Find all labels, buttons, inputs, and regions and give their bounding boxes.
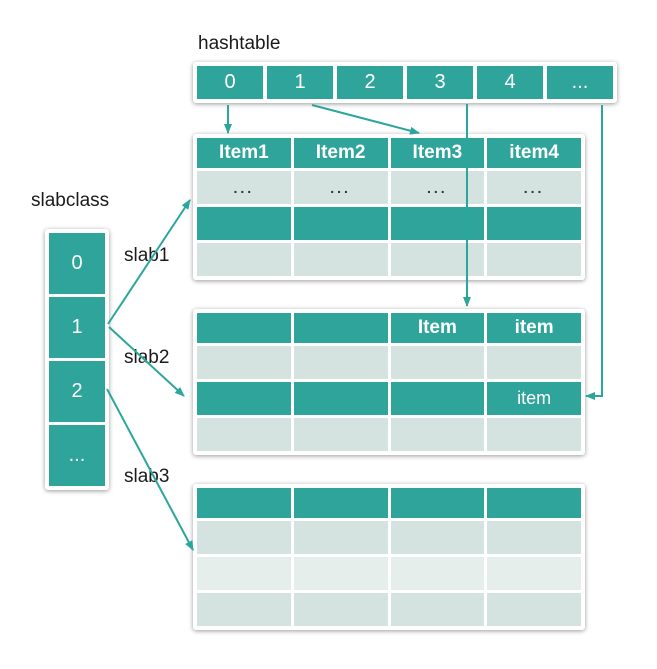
slab-cell bbox=[197, 382, 291, 415]
slab-cell bbox=[197, 346, 291, 379]
slab-cell: Item3 bbox=[390, 138, 485, 168]
slab-cell bbox=[487, 521, 581, 554]
hashtable-cell-1: 1 bbox=[267, 66, 333, 99]
slab1-row-3 bbox=[197, 207, 581, 240]
slab-cell bbox=[487, 207, 581, 240]
slabclass-cell-more: ... bbox=[49, 425, 105, 486]
slab-cell bbox=[487, 593, 581, 626]
slab-cell bbox=[293, 346, 388, 379]
slab-cell bbox=[197, 521, 291, 554]
slab-cell bbox=[390, 557, 485, 590]
arrow-hashmore-to-slab2-item bbox=[585, 105, 603, 400]
slabclass-array: 0 1 2 ... bbox=[45, 229, 109, 490]
slab1-label: slab1 bbox=[124, 245, 170, 266]
slab1-row-4 bbox=[197, 243, 581, 276]
slab-cell bbox=[487, 346, 581, 379]
slab-cell: item4 bbox=[487, 138, 581, 168]
slab1-row-2: ... ... ... ... bbox=[197, 171, 581, 204]
slab-cell: ... bbox=[197, 171, 291, 204]
slab3-label: slab3 bbox=[124, 466, 170, 487]
slab-cell bbox=[390, 382, 485, 415]
slab-cell: ... bbox=[487, 171, 581, 204]
slab-cell bbox=[293, 382, 388, 415]
hashtable-cell-2: 2 bbox=[337, 66, 403, 99]
slab-cell bbox=[293, 418, 388, 451]
slab-cell bbox=[487, 488, 581, 518]
slab-cell bbox=[293, 488, 388, 518]
slab-cell bbox=[197, 313, 291, 343]
hashtable-cell-0: 0 bbox=[197, 66, 263, 99]
slabclass-cell-1: 1 bbox=[49, 297, 105, 358]
slab-cell: item bbox=[487, 382, 581, 415]
slab-cell: Item bbox=[390, 313, 485, 343]
arrow-hash1-to-slab1-item3 bbox=[311, 104, 420, 135]
slab-cell bbox=[293, 557, 388, 590]
slab2-row-2 bbox=[197, 346, 581, 379]
slab-cell bbox=[293, 207, 388, 240]
slab-cell: ... bbox=[293, 171, 388, 204]
slabclass-cell-2: 2 bbox=[49, 361, 105, 422]
slab3-row-2 bbox=[197, 521, 581, 554]
hashtable-cell-more: ... bbox=[547, 66, 613, 99]
slab-cell bbox=[197, 557, 291, 590]
slab-cell bbox=[390, 207, 485, 240]
slabclass-label: slabclass bbox=[31, 190, 110, 211]
slab3-row-4 bbox=[197, 593, 581, 626]
hashtable-array: 0 1 2 3 4 ... bbox=[193, 62, 617, 103]
slab-cell bbox=[390, 593, 485, 626]
slab2-label: slab2 bbox=[124, 347, 170, 368]
slab2-header-row: Item item bbox=[197, 313, 581, 343]
slab-cell bbox=[390, 418, 485, 451]
slab-cell bbox=[293, 521, 388, 554]
slab-cell bbox=[390, 488, 485, 518]
hashtable-label: hashtable bbox=[198, 33, 281, 54]
slab3-header-row bbox=[197, 488, 581, 518]
slab-cell bbox=[197, 593, 291, 626]
hashtable-cell-4: 4 bbox=[477, 66, 543, 99]
slab1-header-row: Item1 Item2 Item3 item4 bbox=[197, 138, 581, 168]
slab-cell bbox=[487, 557, 581, 590]
slab-cell bbox=[197, 243, 291, 276]
slab-cell bbox=[390, 346, 485, 379]
slab-cell bbox=[197, 418, 291, 451]
slab-cell: Item2 bbox=[293, 138, 388, 168]
slab2-row-4 bbox=[197, 418, 581, 451]
slab-cell bbox=[390, 521, 485, 554]
slab-cell: ... bbox=[390, 171, 485, 204]
slab-cell bbox=[293, 243, 388, 276]
slab-cell bbox=[293, 313, 388, 343]
slab-cell bbox=[487, 243, 581, 276]
slabclass-cell-0: 0 bbox=[49, 233, 105, 294]
slab-cell: item bbox=[487, 313, 581, 343]
slab-cell bbox=[197, 207, 291, 240]
hashtable-cell-3: 3 bbox=[407, 66, 473, 99]
slab-cell bbox=[390, 243, 485, 276]
slab-cell: Item1 bbox=[197, 138, 291, 168]
slab-cell bbox=[293, 593, 388, 626]
slab3-table bbox=[193, 484, 585, 630]
slab-cell bbox=[197, 488, 291, 518]
slab2-table: Item item item bbox=[193, 309, 585, 455]
slab-cell bbox=[487, 418, 581, 451]
slab3-row-3 bbox=[197, 557, 581, 590]
slab2-row-3: item bbox=[197, 382, 581, 415]
slab1-table: Item1 Item2 Item3 item4 ... ... ... ... bbox=[193, 134, 585, 280]
